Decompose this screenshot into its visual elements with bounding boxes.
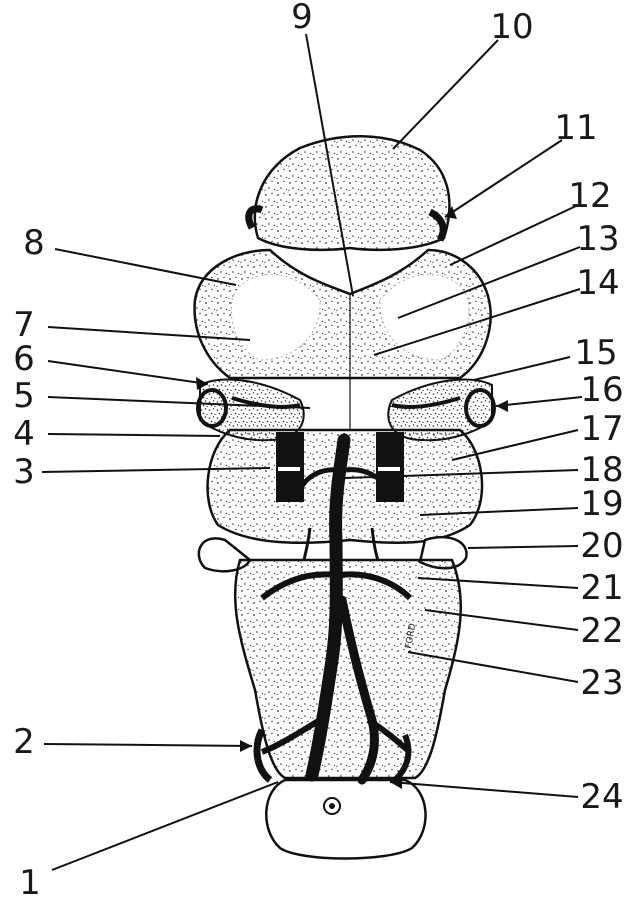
label-4: 4 bbox=[13, 417, 35, 451]
label-14: 14 bbox=[576, 266, 619, 300]
central-canal-core bbox=[329, 803, 335, 809]
label-2: 2 bbox=[13, 725, 35, 759]
label-21: 21 bbox=[580, 571, 623, 605]
olfactory-bulb bbox=[255, 136, 450, 250]
label-20: 20 bbox=[580, 529, 623, 563]
label-22: 22 bbox=[580, 614, 623, 648]
label-7: 7 bbox=[13, 308, 35, 342]
label-8: 8 bbox=[23, 226, 45, 260]
vessel-bar-highlight-right bbox=[378, 467, 400, 471]
label-13: 13 bbox=[576, 222, 619, 256]
label-15: 15 bbox=[574, 336, 617, 370]
label-18: 18 bbox=[580, 453, 623, 487]
label-12: 12 bbox=[568, 179, 611, 213]
vessel-bar-highlight-left bbox=[278, 467, 300, 471]
label-23: 23 bbox=[580, 666, 623, 700]
label-17: 17 bbox=[580, 412, 623, 446]
label-16: 16 bbox=[580, 373, 623, 407]
label-19: 19 bbox=[580, 487, 623, 521]
label-24: 24 bbox=[580, 780, 623, 814]
label-5: 5 bbox=[13, 379, 35, 413]
label-6: 6 bbox=[13, 342, 35, 376]
label-11: 11 bbox=[554, 111, 597, 145]
label-3: 3 bbox=[13, 455, 35, 489]
label-10: 10 bbox=[490, 10, 533, 44]
spinal-cord-section bbox=[266, 780, 425, 859]
label-9: 9 bbox=[291, 0, 313, 34]
label-1: 1 bbox=[19, 866, 41, 900]
